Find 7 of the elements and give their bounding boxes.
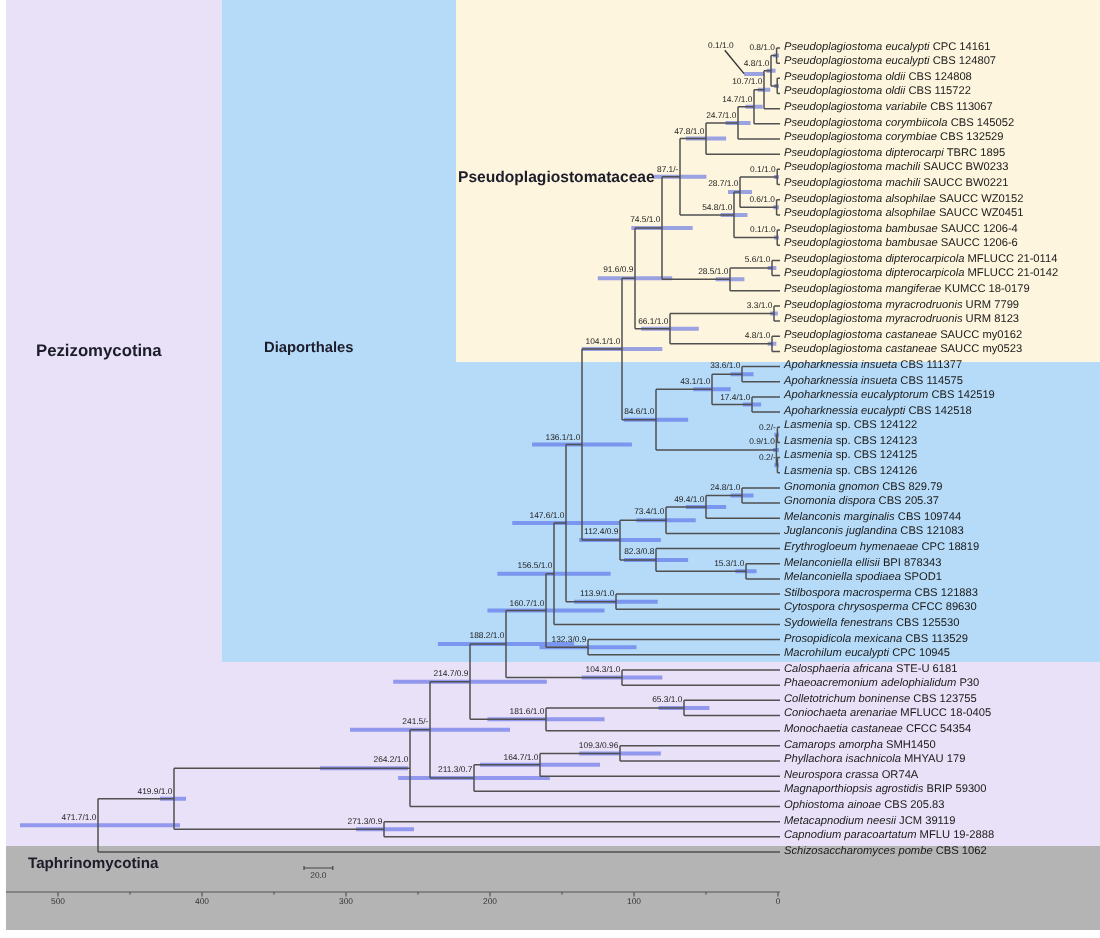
clade-region xyxy=(222,0,1100,662)
clade-region xyxy=(6,0,1100,846)
clade-region xyxy=(6,846,1100,930)
clade-name: Pezizomycotina xyxy=(36,342,162,362)
clade-region xyxy=(456,0,1100,362)
hpd-bar xyxy=(744,71,764,76)
leader-line xyxy=(724,49,745,75)
